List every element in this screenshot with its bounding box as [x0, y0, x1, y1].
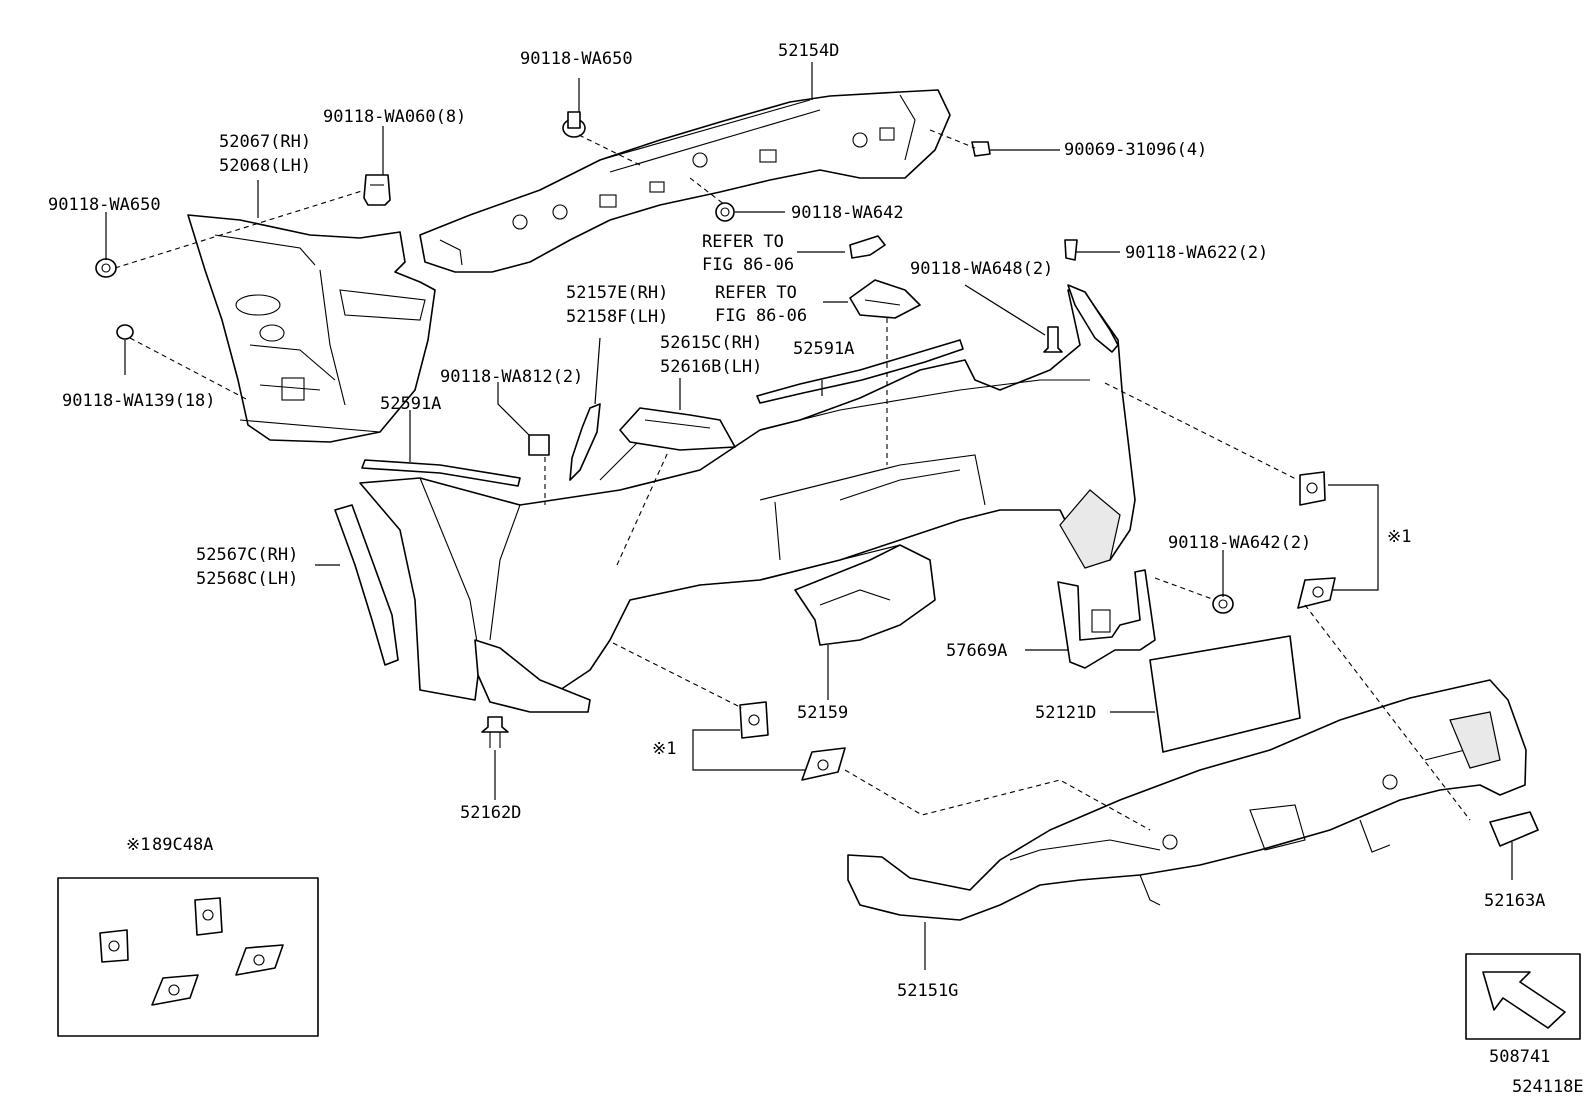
label-52159[interactable]: 52159 [797, 703, 848, 723]
label-52121d[interactable]: 52121D [1035, 703, 1096, 723]
upper-bumper-reinforcement [419, 89, 951, 273]
label-57669a[interactable]: 57669A [946, 641, 1007, 661]
fasteners [95, 111, 1234, 748]
label-refer-to-1b[interactable]: FIG 86-06 [702, 255, 794, 275]
leader-lines [105, 62, 1513, 970]
label-note1-legend: ※1 [126, 835, 150, 855]
clip-90118-wa060 [363, 174, 391, 206]
left-rail-52591a [361, 459, 521, 487]
label-refer-to-2a[interactable]: REFER TO [715, 283, 797, 303]
label-52567c-rh[interactable]: 52567C(RH) [196, 545, 298, 565]
label-52568c-lh[interactable]: 52568C(LH) [196, 569, 298, 589]
side-retainer-bracket [187, 214, 436, 443]
label-52163a[interactable]: 52163A [1484, 891, 1545, 911]
clip-kit-middle [739, 701, 846, 781]
label-52616b-lh[interactable]: 52616B(LH) [660, 357, 762, 377]
label-90118-wa648[interactable]: 90118-WA648(2) [910, 259, 1053, 279]
label-52157e-rh[interactable]: 52157E(RH) [566, 283, 668, 303]
license-bracket-57669a [1057, 569, 1156, 669]
clip-kit-legend-box [57, 877, 319, 1037]
label-90118-wa642[interactable]: 90118-WA642 [791, 203, 904, 223]
label-refer-to-1a[interactable]: REFER TO [702, 232, 784, 252]
label-90118-wa060[interactable]: 90118-WA060(8) [323, 107, 466, 127]
sensor-brackets [849, 235, 921, 319]
label-52591a-left[interactable]: 52591A [380, 394, 441, 414]
lower-diffuser-52151g [847, 679, 1527, 921]
side-moulding-52567c [334, 504, 399, 666]
label-90118-wa650-top[interactable]: 90118-WA650 [520, 49, 633, 69]
label-52615c-rh[interactable]: 52615C(RH) [660, 333, 762, 353]
lower-bracket-52159 [794, 544, 936, 646]
rear-bumper-cover [359, 289, 1136, 701]
label-refer-to-2b[interactable]: FIG 86-06 [715, 306, 807, 326]
label-90118-wa642-2[interactable]: 90118-WA642(2) [1168, 533, 1311, 553]
label-52067-rh[interactable]: 52067(RH) [219, 132, 311, 152]
side-trim-52157e [569, 403, 601, 481]
label-diagram-id: 524118E [1512, 1077, 1584, 1097]
upper-rail-52591a [756, 339, 964, 404]
label-90118-wa650-left[interactable]: 90118-WA650 [48, 195, 161, 215]
right-side-bracket [1067, 284, 1119, 353]
label-52154d[interactable]: 52154D [778, 41, 839, 61]
label-52591a-right[interactable]: 52591A [793, 339, 854, 359]
label-view-code: 508741 [1489, 1047, 1550, 1067]
label-52162d[interactable]: 52162D [460, 803, 521, 823]
license-plate-52121d [1149, 635, 1301, 753]
tow-hook-cap-52163a [1489, 811, 1539, 847]
label-52151g[interactable]: 52151G [897, 981, 958, 1001]
clip-kit-right [1297, 471, 1336, 609]
label-note1-right: ※1 [1387, 527, 1411, 547]
label-52068-lh[interactable]: 52068(LH) [219, 156, 311, 176]
view-direction-box [1465, 953, 1581, 1040]
label-89c48a[interactable]: 89C48A [152, 835, 213, 855]
label-90118-wa812[interactable]: 90118-WA812(2) [440, 367, 583, 387]
label-90069-31096[interactable]: 90069-31096(4) [1064, 140, 1207, 160]
lower-corner-piece [474, 639, 591, 713]
dashed-assembly-lines [114, 129, 1471, 831]
callout-labels: 90118-WA650 52154D 90118-WA060(8) 52067(… [48, 41, 1584, 1097]
label-note1-mid: ※1 [652, 739, 676, 759]
label-90118-wa622[interactable]: 90118-WA622(2) [1125, 243, 1268, 263]
reflector-52615c [619, 407, 736, 451]
label-90118-wa139[interactable]: 90118-WA139(18) [62, 391, 216, 411]
label-52158f-lh[interactable]: 52158F(LH) [566, 307, 668, 327]
